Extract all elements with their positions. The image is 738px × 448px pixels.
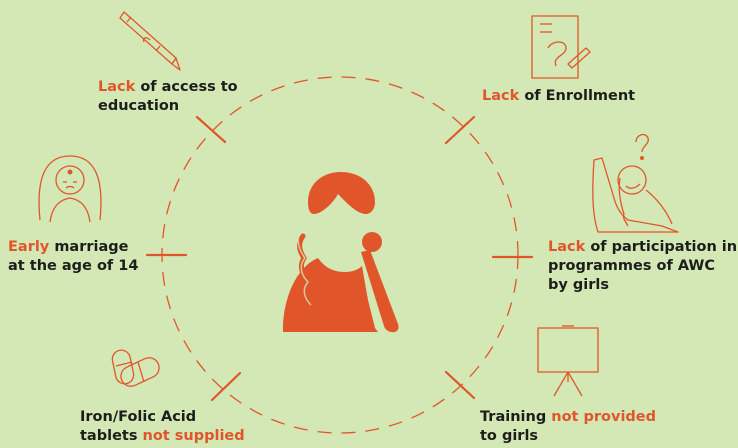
label-enrollment: Lack of Enrollment: [482, 88, 636, 104]
label-marriage: Early marriage at the age of 14: [8, 239, 139, 274]
sad-girl-icon: [283, 172, 399, 333]
ring-ticks: [145, 115, 534, 402]
label-tablets: Iron/Folic Acid tablets not supplied: [80, 409, 245, 444]
presentation-board-icon: [537, 325, 599, 397]
pills-icon: [111, 349, 160, 387]
tick-enrollment: [444, 115, 476, 145]
tick-tablets: [210, 371, 242, 402]
bride-icon: [38, 155, 102, 223]
dashed-ring: [161, 76, 519, 434]
form-icon: [531, 15, 591, 79]
tick-training: [444, 370, 476, 400]
label-education: Lack of access to education: [98, 79, 238, 114]
pencil-icon: [119, 11, 181, 71]
label-participation: Lack of participation in programmes of A…: [548, 239, 738, 293]
label-training: Training not provided to girls: [480, 409, 657, 444]
tick-education: [195, 115, 227, 144]
confused-girl-icon: [592, 133, 679, 233]
